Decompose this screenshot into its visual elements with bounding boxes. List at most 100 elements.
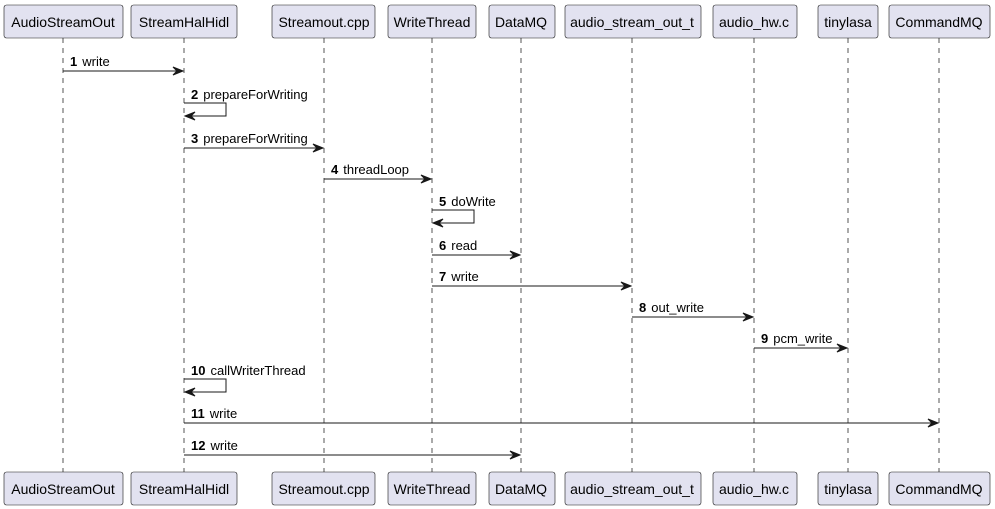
- participant-box: [130, 471, 238, 506]
- message-label: 8 out_write: [639, 300, 704, 315]
- participant-box: [3, 471, 124, 506]
- participant-label: StreamHalHidl: [139, 14, 229, 30]
- participant-box: [271, 471, 376, 506]
- participant-box: [271, 4, 376, 39]
- message: 6 read: [432, 238, 522, 260]
- message: 11 write: [184, 406, 940, 428]
- participant-box: [712, 471, 798, 506]
- arrow-head: [172, 66, 185, 76]
- message-text: threadLoop: [343, 162, 409, 177]
- message: 4 threadLoop: [324, 162, 433, 184]
- participant-top: audio_stream_out_t: [564, 4, 702, 39]
- participant-label: audio_stream_out_t: [570, 481, 694, 497]
- message-number: 10: [191, 363, 205, 378]
- message-text: doWrite: [451, 194, 496, 209]
- participant-box: [387, 471, 477, 506]
- self-arrow: [432, 209, 475, 224]
- participant-bottom: audio_hw.c: [712, 471, 798, 506]
- participant-bottom: DataMQ: [488, 471, 556, 506]
- message-label: 6 read: [439, 238, 477, 253]
- arrow-head: [183, 111, 196, 121]
- message-text: read: [451, 238, 477, 253]
- message-number: 1: [70, 54, 77, 69]
- participant-box: [130, 4, 238, 39]
- participant-label: DataMQ: [495, 481, 547, 497]
- participant-box: [3, 4, 124, 39]
- participant-box: [888, 4, 991, 39]
- participant-bottom: StreamHalHidl: [130, 471, 238, 506]
- participant-label: tinylasa: [824, 14, 872, 30]
- participant-label: DataMQ: [495, 14, 547, 30]
- participant-box: [817, 471, 879, 506]
- message-number: 4: [331, 162, 339, 177]
- participant-top: Streamout.cpp: [271, 4, 376, 39]
- participant-box: [817, 4, 879, 39]
- participant-top: CommandMQ: [888, 4, 991, 39]
- message-number: 5: [439, 194, 446, 209]
- message: 8 out_write: [632, 300, 755, 322]
- participant-bottom: Streamout.cpp: [271, 471, 376, 506]
- participant-label: audio_stream_out_t: [570, 14, 694, 30]
- participant-label: Streamout.cpp: [278, 481, 369, 497]
- arrow-head: [420, 174, 433, 184]
- participant-top: tinylasa: [817, 4, 879, 39]
- participant-top: WriteThread: [387, 4, 477, 39]
- message-text: write: [450, 269, 478, 284]
- participant-top: AudioStreamOut: [3, 4, 124, 39]
- message-number: 9: [761, 331, 768, 346]
- participant-box: [488, 471, 556, 506]
- arrow-head: [183, 387, 196, 397]
- message-number: 12: [191, 438, 205, 453]
- participant-label: StreamHalHidl: [139, 481, 229, 497]
- participant-label: AudioStreamOut: [11, 14, 115, 30]
- participant-box: [564, 4, 702, 39]
- participant-bottom: CommandMQ: [888, 471, 991, 506]
- participant-label: WriteThread: [394, 481, 471, 497]
- message-number: 7: [439, 269, 446, 284]
- message-text: write: [209, 406, 237, 421]
- self-arrow: [184, 378, 227, 393]
- message-number: 11: [191, 406, 205, 421]
- participant-bottom: audio_stream_out_t: [564, 471, 702, 506]
- message-text: out_write: [651, 300, 704, 315]
- participant-label: tinylasa: [824, 481, 872, 497]
- participant-top: audio_hw.c: [712, 4, 798, 39]
- participant-label: WriteThread: [394, 14, 471, 30]
- message-number: 6: [439, 238, 446, 253]
- arrow-head: [509, 250, 522, 260]
- message-label: 5 doWrite: [439, 194, 496, 209]
- participant-bottom: AudioStreamOut: [3, 471, 124, 506]
- self-arrow: [184, 102, 227, 117]
- participant-bottom: WriteThread: [387, 471, 477, 506]
- message-number: 8: [639, 300, 646, 315]
- participant-bottom: tinylasa: [817, 471, 879, 506]
- participant-label: CommandMQ: [895, 14, 982, 30]
- arrow-head: [927, 418, 940, 428]
- arrow-head: [431, 218, 444, 228]
- participant-top: StreamHalHidl: [130, 4, 238, 39]
- message: 5 doWrite: [431, 194, 496, 228]
- participant-label: audio_hw.c: [719, 14, 789, 30]
- participant-label: audio_hw.c: [719, 481, 789, 497]
- participant-label: AudioStreamOut: [11, 481, 115, 497]
- arrow-head: [620, 281, 633, 291]
- message-label: 4 threadLoop: [331, 162, 409, 177]
- participant-label: CommandMQ: [895, 481, 982, 497]
- participant-box: [888, 471, 991, 506]
- arrow-head: [742, 312, 755, 322]
- message-label: 10 callWriterThread: [191, 363, 306, 378]
- participant-top: DataMQ: [488, 4, 556, 39]
- message-text: callWriterThread: [210, 363, 305, 378]
- arrow-head: [312, 143, 325, 153]
- arrow-head: [836, 343, 849, 353]
- participant-label: Streamout.cpp: [278, 14, 369, 30]
